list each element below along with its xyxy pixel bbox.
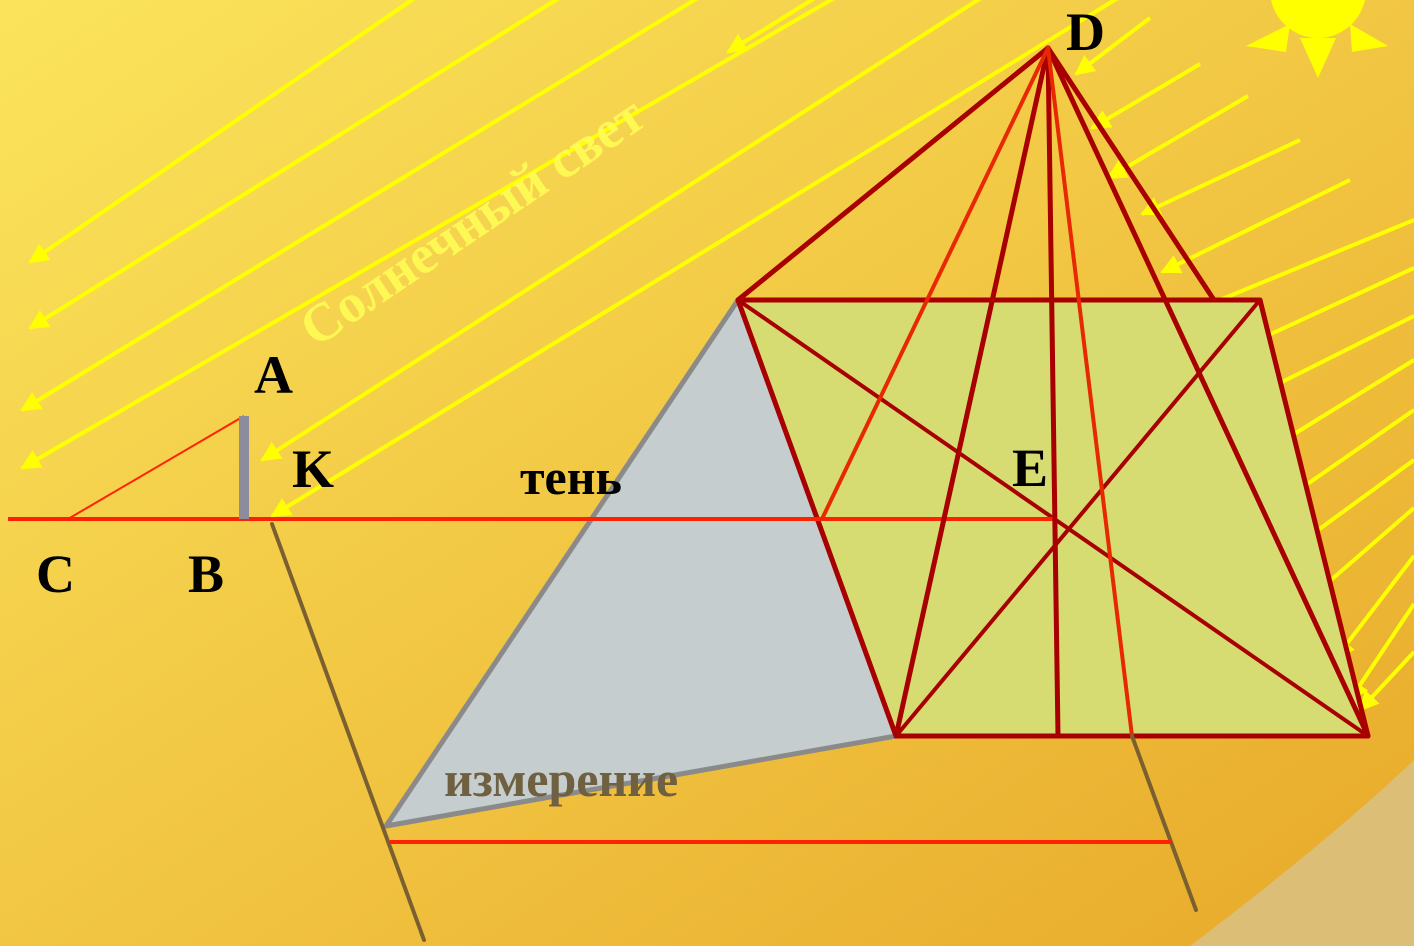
background-corner-swoosh bbox=[1190, 760, 1414, 946]
pyramid-apex-edges bbox=[735, 45, 1371, 739]
sun-ray-7 bbox=[726, 0, 816, 54]
point-label-D: D bbox=[1066, 2, 1105, 62]
sun-ray-5 bbox=[260, 0, 982, 462]
measurement-guides bbox=[270, 522, 1198, 942]
sun-ray-3 bbox=[20, 0, 699, 412]
sun-ray-22 bbox=[1358, 650, 1414, 712]
sun-ray-4 bbox=[20, 0, 835, 470]
stick-shadow-hypotenuse bbox=[67, 415, 245, 520]
sun-ray-1 bbox=[28, 0, 416, 264]
point-label-E: E bbox=[1012, 438, 1048, 498]
sun-ray-2 bbox=[28, 0, 560, 330]
sun-rays bbox=[20, 0, 1414, 712]
sun-ray-21 bbox=[1348, 602, 1414, 702]
sun-ray-6 bbox=[270, 0, 1119, 518]
sun-icon bbox=[1246, 0, 1388, 78]
sun-ray-11 bbox=[1140, 138, 1301, 216]
pyramid-face-lines bbox=[820, 46, 1134, 738]
point-label-B: B bbox=[188, 544, 224, 604]
point-label-C: C bbox=[36, 544, 75, 604]
sun-ray-8 bbox=[1074, 16, 1152, 76]
sun-ray-9 bbox=[1090, 62, 1202, 130]
sun-ray-12 bbox=[1160, 178, 1351, 274]
sun-ray-20 bbox=[1334, 554, 1414, 660]
sun-ray-10 bbox=[1106, 94, 1250, 180]
shadow-label: тень bbox=[520, 449, 622, 505]
point-label-A: A bbox=[254, 345, 293, 405]
measurement-label: измерение bbox=[444, 751, 678, 807]
point-label-K: K bbox=[292, 439, 334, 499]
